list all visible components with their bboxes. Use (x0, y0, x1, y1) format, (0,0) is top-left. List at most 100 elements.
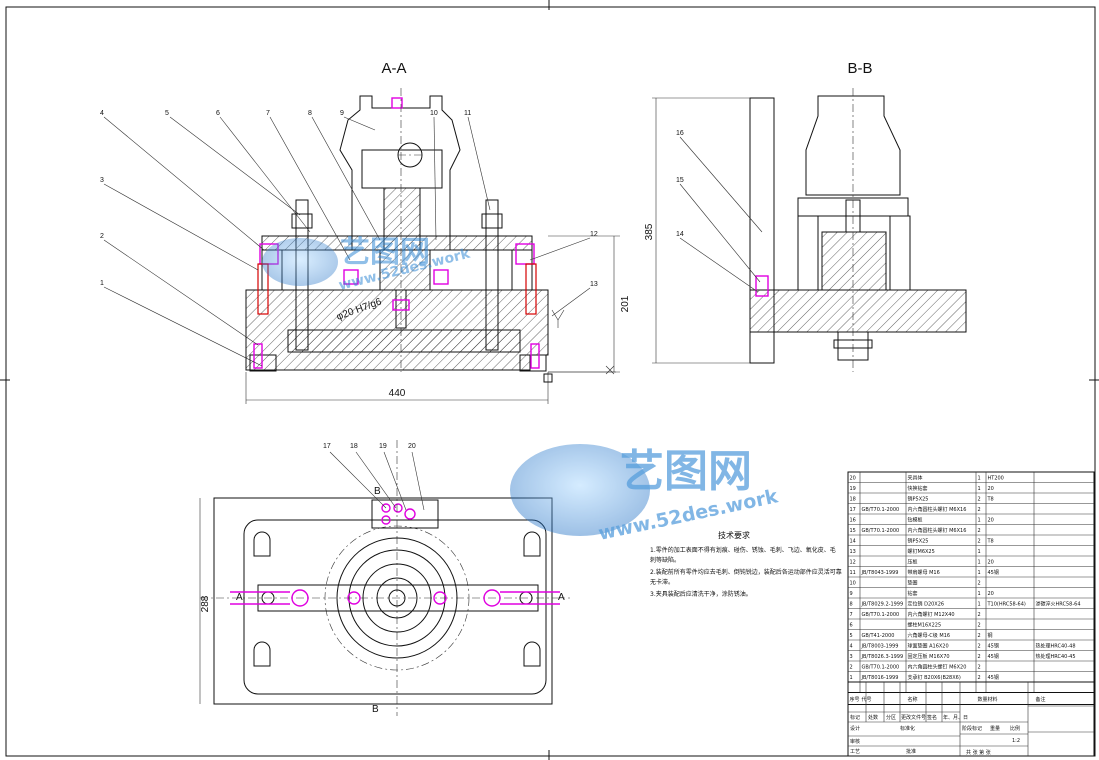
bom-cell-qty: 2 (978, 507, 981, 513)
bom-cell-code: JB/T8043-1999 (861, 570, 899, 576)
bom-cell-name: 定位销 D20X26 (908, 601, 945, 608)
dim-288: 288 (200, 595, 211, 612)
bom-cell-name: 内六角螺钉 M12X40 (908, 611, 955, 618)
tb-date: 年、月、日 (943, 714, 968, 721)
bom-cell-qty: 2 (978, 612, 981, 618)
bom-cell-qty: 1 (978, 570, 981, 576)
tb-weight: 重量 (990, 725, 1000, 732)
tb-design: 设计 (850, 725, 860, 732)
bom-cell-qty: 1 (978, 549, 981, 555)
bom-cell-code: JB/T8026.3-1999 (861, 654, 904, 660)
balloon-6: 6 (216, 110, 220, 117)
balloon-13: 13 (590, 281, 598, 288)
bom-cell-qty: 2 (978, 623, 981, 629)
balloon-18: 18 (350, 443, 358, 450)
bom-cell-mat: 45钢 (988, 643, 999, 650)
section-b-view: 385 16 15 14 (644, 88, 967, 372)
section-marker-b-bottom: B (372, 704, 379, 715)
bom-cell-no: 6 (850, 623, 853, 629)
bom-cell-name: 内六角圆柱头螺钉 M6X20 (908, 664, 967, 671)
balloon-20: 20 (408, 443, 416, 450)
bom-cell-code: GB/T41-2000 (862, 633, 895, 639)
bom-cell-mat: 45钢 (988, 674, 999, 681)
bom-cell-mat: T8 (987, 497, 994, 503)
bom-cell-name: 螺钉M6X25 (908, 548, 935, 555)
balloon-4: 4 (100, 110, 104, 117)
bom-cell-mat: T10(HRC58-64) (987, 602, 1026, 608)
balloon-9: 9 (340, 110, 344, 117)
bom-cell-no: 15 (850, 528, 856, 534)
dim-201: 201 (620, 295, 631, 312)
balloon-17: 17 (323, 443, 331, 450)
bom-cell-no: 13 (850, 549, 856, 555)
bom-cell-no: 10 (850, 581, 856, 587)
bom-header-qty: 数量 (978, 696, 988, 703)
bom-cell-note: 渗碳淬火HRC58-64 (1036, 601, 1081, 608)
balloon-7: 7 (266, 110, 270, 117)
bom-cell-name: 销P5X25 (908, 538, 929, 545)
watermark-globe-icon (262, 238, 338, 286)
bom-cell-mat: 20 (988, 486, 994, 492)
right-stud (485, 199, 499, 351)
bom-cell-name: 压板 (908, 559, 918, 566)
bom-cell-no: 3 (850, 654, 853, 660)
tb-check: 审核 (850, 738, 860, 745)
bom-cell-mat: 20 (988, 591, 994, 597)
tb-count: 处数 (868, 714, 878, 721)
balloon-5: 5 (165, 110, 169, 117)
tb-change: 更改文件号 (901, 714, 926, 721)
bom-cell-mat: 45钢 (988, 569, 999, 576)
tech-req-line-5: 3.夹具装配后应清洗干净，涂防锈油。 (650, 590, 752, 598)
balloon-8: 8 (308, 110, 312, 117)
tb-mark: 标记 (850, 714, 860, 721)
bom-cell-no: 4 (850, 644, 853, 650)
section-marker-right: A (558, 592, 565, 603)
section-b-title: B-B (847, 60, 872, 77)
bom-cell-no: 16 (850, 518, 856, 524)
bom-cell-name: 钻模板 (908, 517, 923, 524)
bom-cell-mat: T8 (987, 539, 994, 545)
bom-cell-name: 垫圈 (908, 580, 918, 587)
watermark-brand: 艺图网 (340, 235, 430, 270)
bom-cell-code: GB/T70.1-2000 (862, 665, 900, 671)
balloon-19: 19 (379, 443, 387, 450)
bom-header-mat: 材料 (988, 696, 998, 703)
bom-cell-no: 8 (850, 602, 853, 608)
bom-cell-qty: 1 (978, 486, 981, 492)
balloon-11: 11 (464, 110, 471, 117)
bom-cell-qty: 1 (978, 518, 981, 524)
tech-req-line-4: 无卡滞。 (650, 578, 674, 586)
watermark-globe-icon-large (510, 444, 650, 536)
bom-cell-no: 12 (850, 560, 856, 566)
tb-stage: 阶段标记 (962, 725, 982, 732)
bom-cell-no: 9 (850, 591, 853, 597)
title-block: 标记 处数 分区 更改文件号 签名 年、月、日 设计 标准化 审核 工艺 批准 … (847, 681, 1095, 757)
bom-cell-name: 内六角圆柱头螺钉 M6X16 (908, 506, 967, 513)
bom-header-code: 代号 (862, 696, 872, 703)
bom-cell-qty: 2 (978, 497, 981, 503)
bom-cell-code: JB/T8003-1999 (861, 644, 899, 650)
bom-cell-no: 5 (850, 633, 853, 639)
bom-cell-qty: 2 (978, 665, 981, 671)
balloons-a: 4 5 6 7 8 9 10 11 12 13 3 2 1 (100, 110, 598, 367)
watermark-b: 艺图网 www.52des.work (510, 444, 780, 545)
balloon-1: 1 (100, 280, 104, 287)
bom-cell-no: 19 (850, 486, 856, 492)
bom-cell-no: 7 (850, 612, 853, 618)
watermark-a: 艺图网 www.52des.work (262, 235, 472, 294)
workpiece-section (339, 95, 461, 251)
bom-cell-name: 六角螺母-C级 M16 (908, 632, 951, 639)
bom-cell-qty: 1 (978, 476, 981, 482)
bom-header-note: 备注 (1036, 696, 1046, 703)
balloon-10: 10 (430, 110, 438, 117)
bom-cell-qty: 2 (978, 633, 981, 639)
bom-cell-name: 球面垫圈 A16X20 (908, 643, 949, 650)
section-marker-b-top: B (374, 486, 381, 497)
bom-cell-no: 20 (850, 476, 856, 482)
bom-cell-name: 夹具体 (908, 475, 923, 482)
bom-cell-name: 内六角圆柱头螺钉 M6X16 (908, 527, 967, 534)
dim-440: 440 (389, 388, 406, 399)
